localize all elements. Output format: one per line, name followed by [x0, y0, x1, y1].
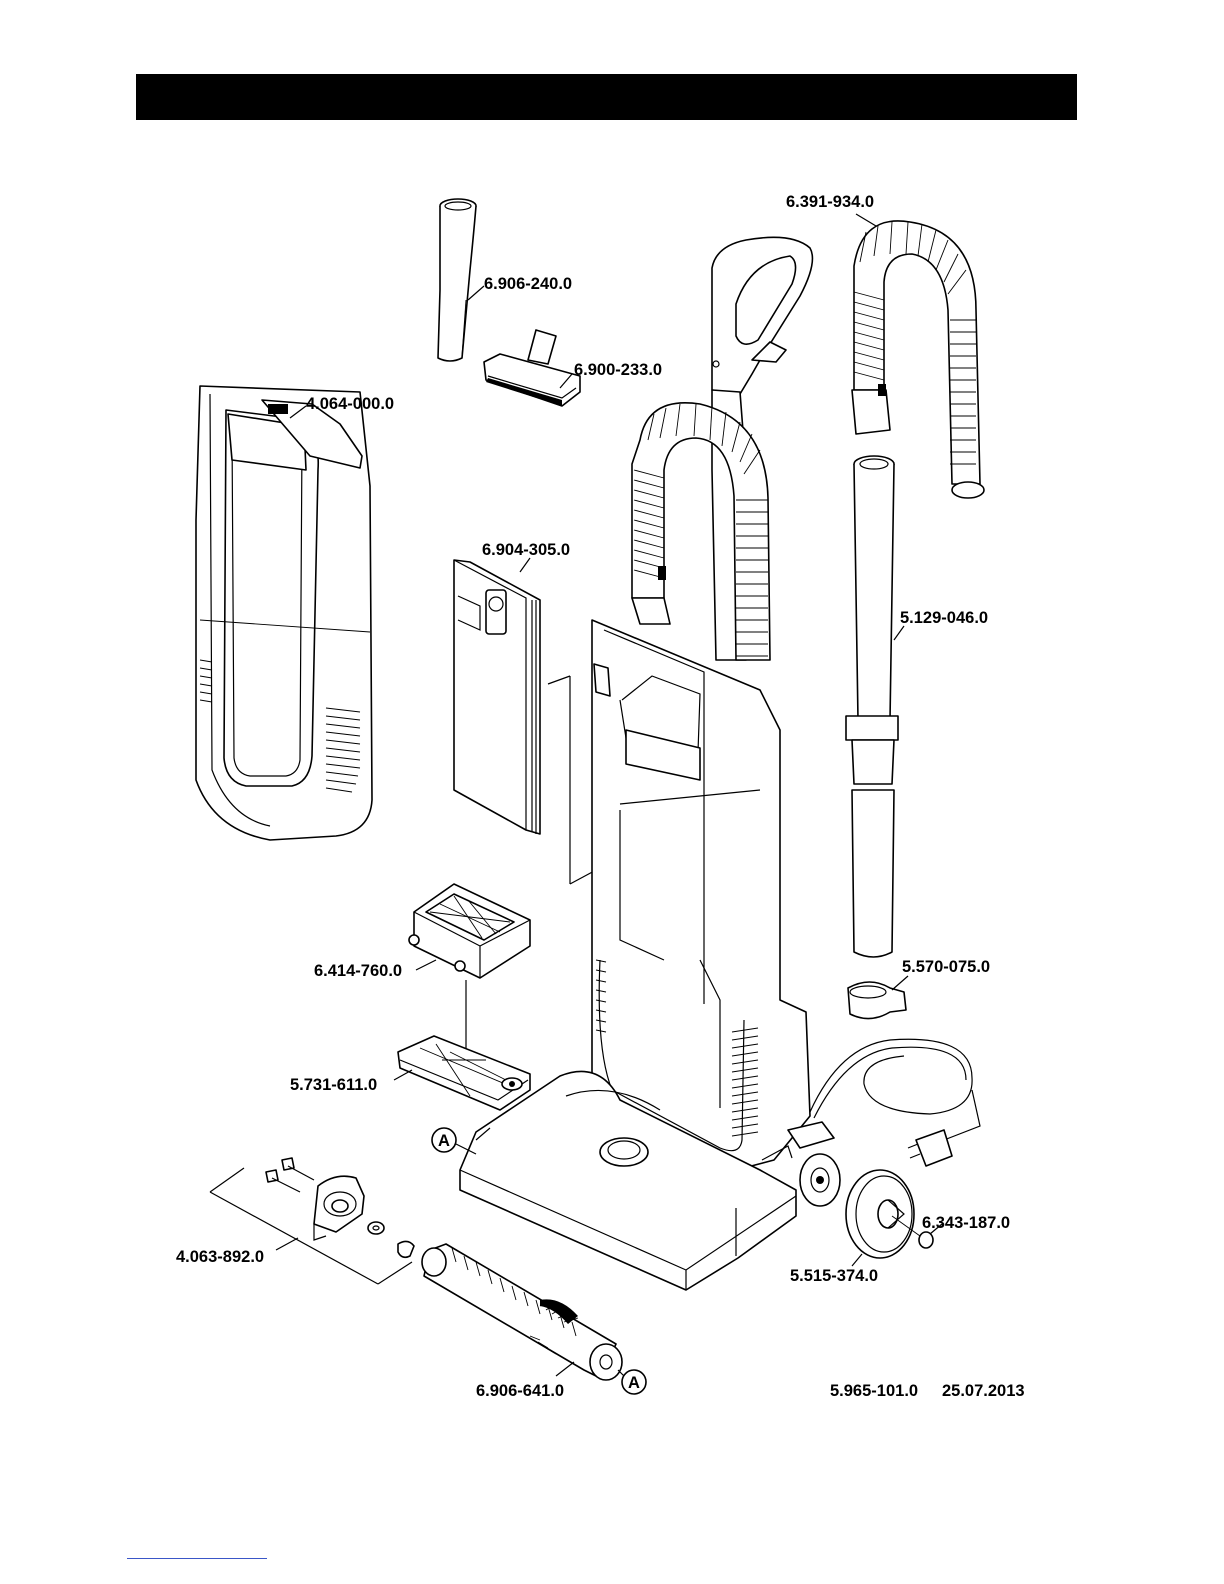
part-number-wheel-cap: 6.343-187.0 [922, 1214, 1010, 1232]
part-number-brush-roll: 6.906-641.0 [476, 1382, 564, 1400]
front-cover-drawing [196, 386, 372, 840]
part-number-bearing-kit: 4.063-892.0 [176, 1248, 264, 1266]
part-number-suction-hose: 6.391-934.0 [786, 193, 874, 211]
wand-clip-drawing [848, 982, 906, 1019]
document-date: 25.07.2013 [942, 1382, 1025, 1400]
part-number-extension-wand: 5.129-046.0 [900, 609, 988, 627]
document-number: 5.965-101.0 [830, 1382, 918, 1400]
filter-grid-drawing [398, 1036, 530, 1110]
upholstery-tool-drawing [484, 330, 580, 406]
part-number-wheel: 5.515-374.0 [790, 1267, 878, 1285]
part-number-hepa-filter: 6.414-760.0 [314, 962, 402, 980]
callout-a-top-label: A [438, 1132, 450, 1150]
part-number-upholstery-tool: 6.900-233.0 [574, 361, 662, 379]
crevice-tool-drawing [438, 199, 476, 361]
part-number-filter-grid: 5.731-611.0 [290, 1076, 377, 1094]
filter-bag-drawing [454, 560, 540, 834]
extension-wand-drawing [846, 456, 898, 957]
part-number-wand-clip: 5.570-075.0 [902, 958, 990, 976]
part-number-front-cover: 4.064-000.0 [306, 395, 394, 413]
wheel-drawing [846, 1170, 914, 1258]
footer-rule [127, 1558, 267, 1559]
callout-a-bottom-label: A [628, 1374, 640, 1392]
part-number-filter-bag: 6.904-305.0 [482, 541, 570, 559]
brush-roll-drawing [422, 1244, 622, 1380]
part-number-crevice-tool: 6.906-240.0 [484, 275, 572, 293]
